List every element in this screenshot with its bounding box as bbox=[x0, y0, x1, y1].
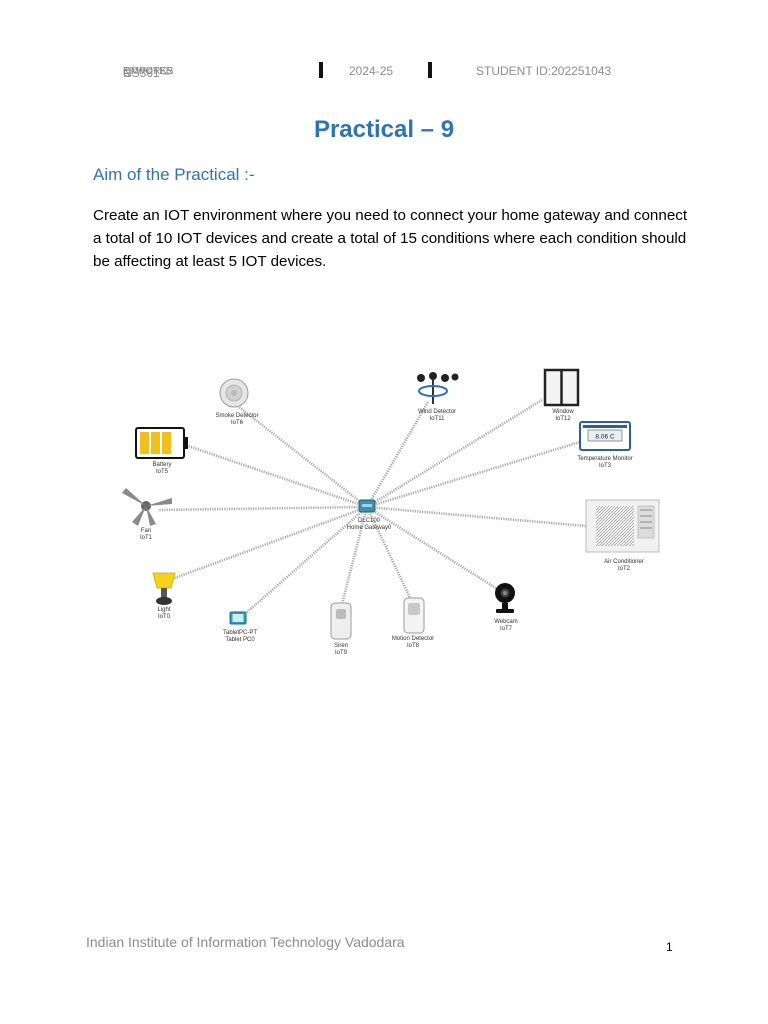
light-icon[interactable] bbox=[153, 573, 175, 605]
motion-name: Motion Detector bbox=[392, 636, 434, 642]
siren-icon[interactable] bbox=[331, 603, 351, 639]
fan-icon[interactable] bbox=[122, 488, 172, 526]
smoke-name: Smoke Detector bbox=[215, 413, 258, 419]
battery-tag: IoT5 bbox=[156, 469, 169, 475]
link-webcam bbox=[367, 507, 502, 592]
link-wind bbox=[367, 402, 428, 507]
battery-icon[interactable] bbox=[136, 428, 188, 458]
motion-detector-icon[interactable] bbox=[404, 598, 424, 633]
page-title: Practical – 9 bbox=[0, 116, 768, 144]
temp-name: Temperature Monitor bbox=[577, 456, 632, 462]
temp-reading: 8.06 C bbox=[595, 434, 614, 441]
header-student-id: STUDENT ID:202251043 bbox=[476, 64, 611, 78]
link-temp bbox=[367, 442, 580, 507]
fan-tag: IoT1 bbox=[140, 535, 153, 541]
tablet-name: TabletPC-PT bbox=[223, 630, 257, 636]
smoke-tag: IoT6 bbox=[231, 420, 244, 426]
link-ac bbox=[367, 507, 586, 526]
motion-tag: IoT8 bbox=[407, 643, 420, 649]
header-year: 2024-25 bbox=[349, 64, 393, 78]
window-icon[interactable] bbox=[545, 370, 578, 405]
temp-tag: IoT3 bbox=[599, 463, 612, 469]
tablet-icon[interactable] bbox=[230, 612, 246, 624]
smoke-detector-icon[interactable] bbox=[220, 379, 248, 407]
window-tag: IoT12 bbox=[555, 416, 571, 422]
wind-detector-icon[interactable] bbox=[417, 372, 459, 404]
ac-tag: IoT2 bbox=[618, 566, 631, 572]
aim-heading: Aim of the Practical :- bbox=[93, 165, 255, 185]
wind-tag: IoT11 bbox=[430, 416, 446, 422]
light-name: Light bbox=[157, 607, 170, 613]
header-separator bbox=[428, 62, 432, 78]
siren-name: Siren bbox=[334, 643, 348, 649]
battery-name: Battery bbox=[152, 462, 171, 468]
webcam-icon[interactable] bbox=[495, 583, 515, 613]
ac-name: Air Conditioner bbox=[604, 559, 644, 565]
header-separator bbox=[319, 62, 323, 78]
fan-name: Fan bbox=[141, 528, 151, 534]
light-tag: IoT0 bbox=[158, 614, 171, 620]
page-number: 1 bbox=[666, 940, 673, 954]
window-name: Window bbox=[552, 409, 574, 415]
link-window bbox=[367, 400, 542, 507]
gateway-label: Home Gateway0 bbox=[347, 525, 392, 531]
link-fan bbox=[158, 507, 367, 510]
aim-paragraph: Create an IOT environment where you need… bbox=[93, 204, 693, 273]
iot-network-diagram: DLC100 Home Gateway0 Smoke Detector IoT6… bbox=[110, 360, 670, 660]
temperature-monitor-icon[interactable]: 8.06 C bbox=[580, 422, 630, 450]
link-light bbox=[164, 507, 367, 582]
webcam-tag: IoT7 bbox=[500, 626, 513, 632]
tablet-tag: Tablet PC0 bbox=[225, 637, 255, 643]
footer-institute: Indian Institute of Information Technolo… bbox=[86, 934, 405, 950]
link-battery bbox=[188, 446, 367, 507]
air-conditioner-icon[interactable] bbox=[586, 500, 659, 552]
siren-tag: IoT9 bbox=[335, 650, 348, 656]
gateway-name: DLC100 bbox=[358, 518, 381, 524]
webcam-name: Webcam bbox=[494, 619, 518, 625]
wind-name: Wind Detector bbox=[418, 409, 456, 415]
home-gateway-icon[interactable] bbox=[359, 500, 375, 512]
